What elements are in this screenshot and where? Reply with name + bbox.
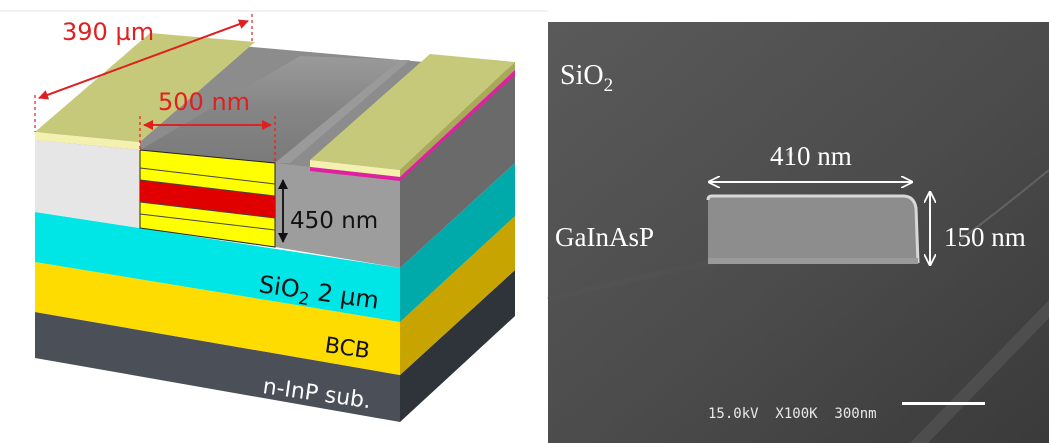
core-line-1 [139,167,276,185]
cladding-side [400,70,515,268]
cladding-left [35,140,140,228]
layer-label-sio2-sub: 2 [297,289,311,310]
dim-450-label: 450 nm [290,208,378,234]
core-active-layer [140,180,275,218]
sem-particle [787,151,793,157]
sio2-side [400,163,515,322]
sem-sio2-label: SiO2 [560,60,613,96]
sem-scale-bar [902,402,985,405]
bcb-side [400,216,515,375]
sem-streak-2 [959,169,1049,241]
sem-material-label: GaInAsP [555,222,654,252]
left-pad-front [35,132,140,150]
right-pad-front [310,160,400,177]
dim-390-arrow-b [38,21,246,100]
dim-390-label: 390 µm [62,18,154,46]
substrate-front [35,312,400,422]
core-line-2 [139,179,276,197]
left-pad-top [35,33,255,142]
right-magenta-front [310,167,400,181]
sio2-front [35,212,400,322]
sem-width-label: 410 nm [770,141,852,171]
right-pad-side [400,62,515,177]
sem-sio2-main: SiO [560,60,604,91]
sem-info-text: 15.0kV X100K 300nm [708,406,877,422]
cladding-right [275,163,400,268]
sem-sio2-sub: 2 [604,75,614,96]
right-pad-top [310,54,515,170]
dim-500-label: 500 nm [158,88,250,116]
ridge-edge [275,60,410,163]
bcb-front [35,262,400,375]
waveguide-body [708,196,918,263]
sem-image: 410 nm 150 nm SiO2 GaInAsP 15.0kV X100K … [547,22,1049,443]
core-line-3 [139,201,276,219]
ridge-top [140,56,400,163]
device-schematic: 390 µm 500 nm 450 nm SiO2 2 µm BCB n-InP… [0,10,548,422]
right-magenta-side [400,70,515,181]
sem-height-label: 150 nm [944,222,1026,252]
sem-streak-1 [910,300,1049,443]
substrate-side [400,270,515,422]
waveguide-edge [706,194,920,264]
core-line-4 [139,213,276,231]
waveguide-base [708,258,918,264]
layer-label-sio2-main: SiO [257,270,301,303]
layer-label-bcb: BCB [323,333,371,364]
